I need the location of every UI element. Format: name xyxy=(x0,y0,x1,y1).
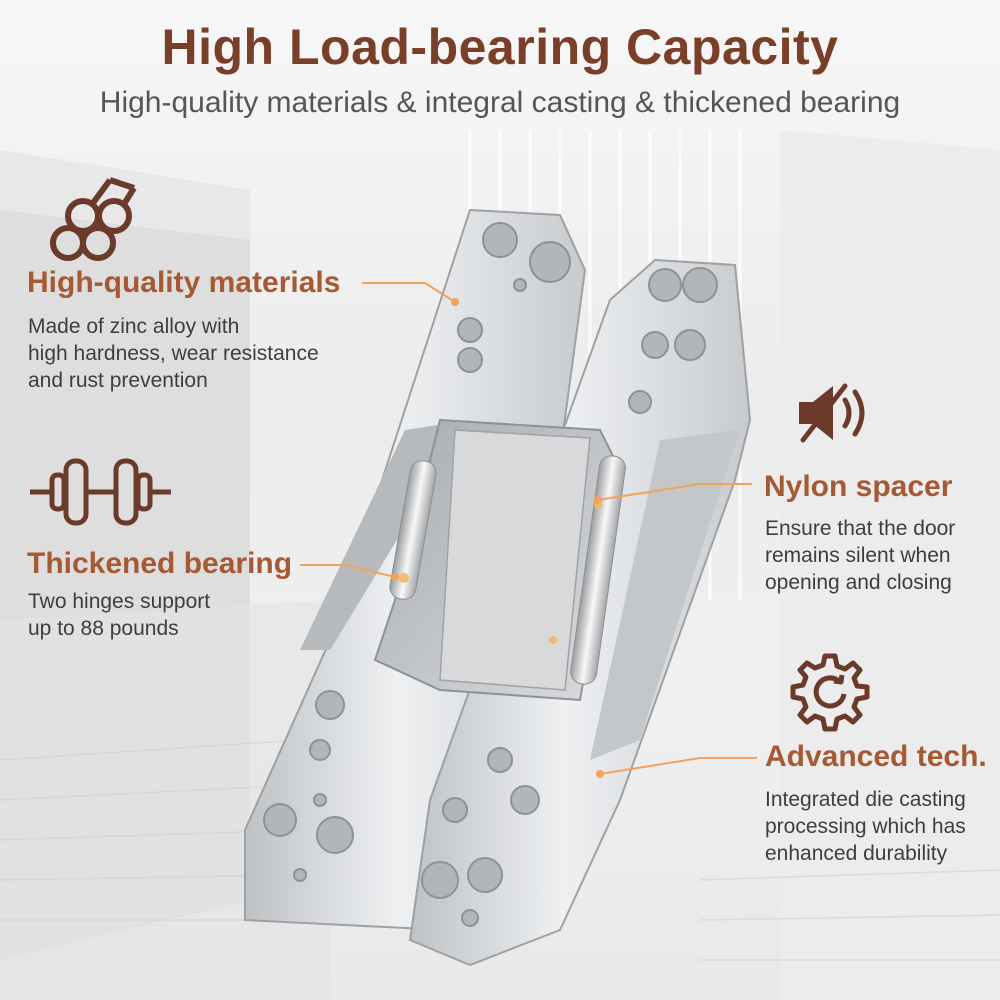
logs-icon xyxy=(50,177,137,261)
bearing-desc-line: Two hinges support xyxy=(28,590,211,613)
dumbbell-icon xyxy=(30,458,171,526)
materials-desc-line: and rust prevention xyxy=(28,369,208,392)
bearing-title: Thickened bearing xyxy=(27,547,293,580)
spacer-desc-line: remains silent when xyxy=(765,544,951,567)
materials-desc-line: high hardness, wear resistance xyxy=(28,342,319,365)
mute-speaker-icon xyxy=(799,383,865,443)
gear-icon xyxy=(790,653,870,732)
bearing-desc-line: up to 88 pounds xyxy=(28,617,179,640)
materials-desc: Made of zinc alloy with high hardness, w… xyxy=(28,313,319,394)
materials-desc-line: Made of zinc alloy with xyxy=(28,315,240,338)
tech-desc-line: Integrated die casting xyxy=(765,788,966,811)
spacer-title: Nylon spacer xyxy=(764,470,953,503)
page-subtitle: High-quality materials & integral castin… xyxy=(99,86,901,119)
spacer-desc-line: opening and closing xyxy=(765,571,952,594)
materials-title: High-quality materials xyxy=(27,266,341,299)
tech-title: Advanced tech. xyxy=(765,740,987,773)
page-title: High Load-bearing Capacity xyxy=(161,19,839,75)
spacer-desc: Ensure that the door remains silent when… xyxy=(765,515,955,596)
spacer-desc-line: Ensure that the door xyxy=(765,517,956,540)
tech-desc-line: enhanced durability xyxy=(765,842,948,865)
tech-desc: Integrated die casting processing which … xyxy=(765,786,966,867)
tech-desc-line: processing which has xyxy=(765,815,966,838)
bearing-desc: Two hinges support up to 88 pounds xyxy=(28,588,210,642)
